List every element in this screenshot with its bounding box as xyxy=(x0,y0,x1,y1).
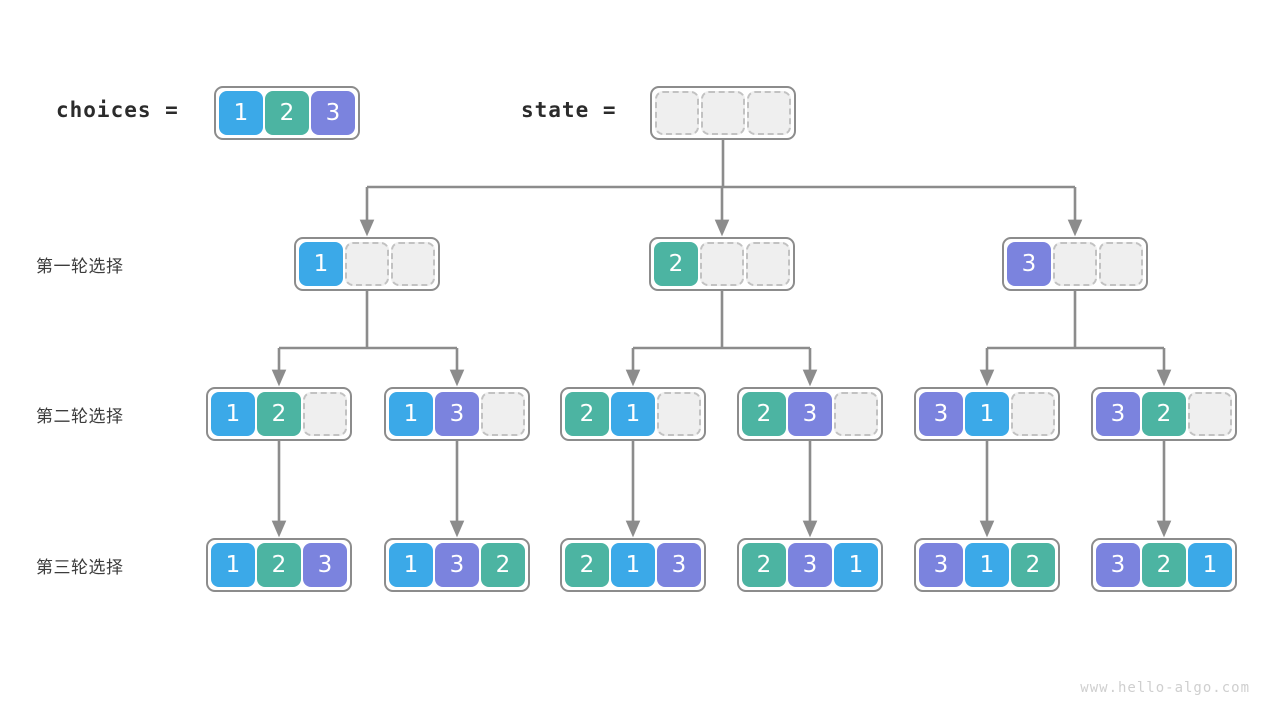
row-label-round1: 第一轮选择 xyxy=(36,257,124,277)
cell-value: 3 xyxy=(1096,543,1140,587)
cell-empty xyxy=(657,392,701,436)
cell-value: 1 xyxy=(834,543,878,587)
cell-empty xyxy=(1053,242,1097,286)
cell-empty xyxy=(481,392,525,436)
cell-empty xyxy=(1011,392,1055,436)
cell-empty xyxy=(655,91,699,135)
cell-value: 2 xyxy=(565,543,609,587)
cell-value: 2 xyxy=(481,543,525,587)
cell-value: 3 xyxy=(311,91,355,135)
cell-empty xyxy=(1099,242,1143,286)
row-label-round3: 第三轮选择 xyxy=(36,558,124,578)
cell-value: 1 xyxy=(965,392,1009,436)
cell-value: 2 xyxy=(742,543,786,587)
cell-value: 2 xyxy=(1142,543,1186,587)
cell-value: 3 xyxy=(919,543,963,587)
cell-value: 1 xyxy=(219,91,263,135)
cell-value: 3 xyxy=(303,543,347,587)
cell-value: 2 xyxy=(265,91,309,135)
cell-value: 2 xyxy=(257,543,301,587)
cell-value: 1 xyxy=(611,543,655,587)
cell-value: 3 xyxy=(435,543,479,587)
row-label-round2: 第二轮选择 xyxy=(36,407,124,427)
cell-value: 2 xyxy=(742,392,786,436)
cell-value: 2 xyxy=(1011,543,1055,587)
cell-value: 1 xyxy=(211,392,255,436)
cell-value: 2 xyxy=(654,242,698,286)
node-state xyxy=(650,86,796,140)
cell-value: 3 xyxy=(657,543,701,587)
state-label: state = xyxy=(521,98,617,122)
cell-value: 2 xyxy=(1142,392,1186,436)
node-round1-1: 1 xyxy=(294,237,440,291)
cell-value: 2 xyxy=(257,392,301,436)
cell-empty xyxy=(834,392,878,436)
cell-empty xyxy=(700,242,744,286)
cell-empty xyxy=(747,91,791,135)
cell-value: 1 xyxy=(611,392,655,436)
cell-value: 3 xyxy=(919,392,963,436)
cell-value: 1 xyxy=(211,543,255,587)
cell-value: 1 xyxy=(299,242,343,286)
cell-value: 1 xyxy=(965,543,1009,587)
cell-empty xyxy=(1188,392,1232,436)
cell-empty xyxy=(303,392,347,436)
cell-empty xyxy=(391,242,435,286)
cell-value: 3 xyxy=(788,392,832,436)
node-round1-3: 3 xyxy=(1002,237,1148,291)
cell-empty xyxy=(345,242,389,286)
watermark: www.hello-algo.com xyxy=(1080,680,1250,696)
cell-value: 1 xyxy=(389,543,433,587)
choices-label: choices = xyxy=(56,98,179,122)
cell-value: 1 xyxy=(1188,543,1232,587)
cell-value: 1 xyxy=(389,392,433,436)
cell-value: 3 xyxy=(435,392,479,436)
cell-value: 3 xyxy=(1096,392,1140,436)
cell-value: 2 xyxy=(565,392,609,436)
cell-empty xyxy=(746,242,790,286)
cell-value: 3 xyxy=(1007,242,1051,286)
cell-value: 3 xyxy=(788,543,832,587)
cell-empty xyxy=(701,91,745,135)
node-round1-2: 2 xyxy=(649,237,795,291)
